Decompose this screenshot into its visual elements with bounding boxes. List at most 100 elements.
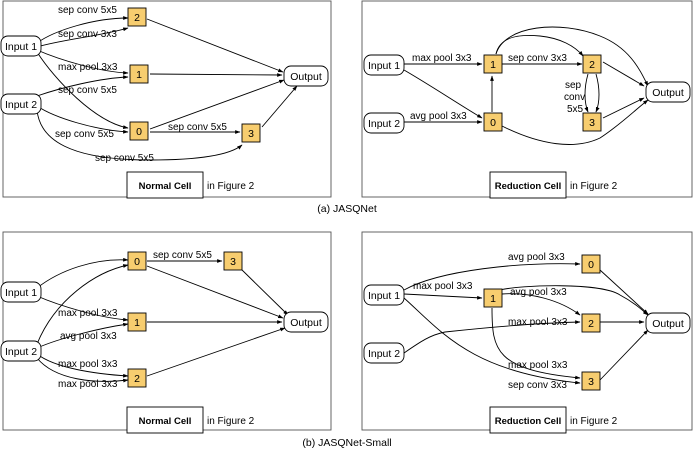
- op-label: max pool 3x3: [508, 360, 568, 371]
- cell-name: Reduction Cell: [495, 416, 562, 427]
- output-label: Output: [652, 318, 684, 330]
- node-label: 3: [589, 117, 595, 129]
- node-box: [581, 313, 601, 333]
- node-box: [581, 254, 601, 274]
- node-label: 1: [490, 59, 496, 71]
- cell-a-normal: Input 1 Input 2 Output 2 1 0 3 sep conv …: [0, 0, 332, 199]
- node-label: 2: [134, 373, 140, 385]
- node-label: 1: [136, 69, 142, 81]
- output-box: [645, 81, 691, 103]
- op-label: sep conv 5x5: [58, 85, 117, 96]
- input-2-label: Input 2: [368, 118, 400, 130]
- edges: [403, 26, 649, 145]
- node-box: [483, 288, 503, 308]
- op-label: sep conv 3x3: [58, 29, 117, 40]
- node-label: 3: [230, 256, 236, 268]
- edges: [36, 16, 298, 161]
- node-box: [127, 7, 147, 27]
- op-label: max pool 3x3: [58, 62, 118, 73]
- op-label: conv: [564, 92, 585, 103]
- node-label: 1: [490, 293, 496, 305]
- caption-b: (b) JASQNet-Small: [302, 437, 391, 449]
- output-label: Output: [652, 87, 684, 99]
- node-box: [127, 368, 147, 388]
- node-label: 3: [248, 128, 254, 140]
- op-label: sep: [565, 80, 582, 91]
- node-box: [483, 112, 503, 132]
- input-1-label: Input 1: [5, 41, 37, 53]
- input-1-label: Input 1: [368, 60, 400, 72]
- node-box: [223, 251, 243, 271]
- caption-a: (a) JASQNet: [317, 203, 377, 215]
- input-2-box: [363, 342, 405, 364]
- input-1-label: Input 1: [368, 290, 400, 302]
- input-2-box: [0, 93, 42, 115]
- output-box: [283, 65, 329, 87]
- op-label: max pool 3x3: [413, 281, 473, 292]
- op-label: avg pool 3x3: [510, 287, 567, 298]
- node-label: 0: [136, 126, 142, 138]
- node-label: 2: [588, 318, 594, 330]
- op-label: avg pool 3x3: [60, 331, 117, 342]
- input-2-label: Input 2: [5, 346, 37, 358]
- cell-name-box: [126, 171, 204, 199]
- node-box: [129, 121, 149, 141]
- node-label: 2: [589, 59, 595, 71]
- input-1-box: [363, 54, 405, 76]
- node-box: [241, 123, 261, 143]
- node-label: 1: [134, 317, 140, 329]
- output-label: Output: [290, 317, 322, 329]
- node-box: [129, 64, 149, 84]
- op-label: max pool 3x3: [58, 308, 118, 319]
- op-label: max pool 3x3: [58, 379, 118, 390]
- node-box: [127, 251, 147, 271]
- node-box: [483, 54, 503, 74]
- cell-name: Normal Cell: [139, 181, 192, 192]
- op-label: max pool 3x3: [508, 317, 568, 328]
- op-label: sep conv 5x5: [58, 5, 117, 16]
- cell-name-suffix: in Figure 2: [570, 181, 618, 192]
- input-1-box: [0, 35, 42, 57]
- cell-b-normal: Input 1 Input 2 Output 0 3 1 2 sep conv …: [0, 231, 332, 434]
- input-2-label: Input 2: [5, 99, 37, 111]
- input-2-box: [0, 340, 42, 362]
- input-2-label: Input 2: [368, 348, 400, 360]
- op-label: max pool 3x3: [412, 53, 472, 64]
- cell-name-suffix: in Figure 2: [207, 416, 255, 427]
- cell-name-box: [489, 406, 567, 434]
- op-label: sep conv 5x5: [55, 129, 114, 140]
- node-box: [582, 54, 602, 74]
- op-label: sep conv 5x5: [153, 250, 212, 261]
- cell-name-suffix: in Figure 2: [207, 181, 255, 192]
- cell-name: Normal Cell: [139, 416, 192, 427]
- cell-a-reduction: Input 1 Input 2 Output 1 2 0 3 max pool …: [361, 0, 693, 199]
- cell-name-suffix: in Figure 2: [570, 416, 618, 427]
- node-label: 0: [490, 117, 496, 129]
- input-1-label: Input 1: [5, 287, 37, 299]
- op-label: max pool 3x3: [58, 359, 118, 370]
- output-box: [283, 311, 329, 333]
- cell-panel: [2, 0, 332, 198]
- node-label: 0: [134, 256, 140, 268]
- output-box: [645, 312, 691, 334]
- edges: [403, 261, 649, 385]
- cell-name: Reduction Cell: [495, 181, 562, 192]
- edges: [36, 257, 289, 383]
- input-2-box: [363, 112, 405, 134]
- op-label: sep conv 3x3: [508, 380, 567, 391]
- node-box: [581, 371, 601, 391]
- cell-panel: [2, 231, 332, 431]
- op-label: avg pool 3x3: [508, 252, 565, 263]
- node-box: [127, 312, 147, 332]
- op-label: sep conv 5x5: [95, 153, 154, 164]
- input-1-box: [0, 281, 42, 303]
- node-label: 0: [588, 259, 594, 271]
- op-label: 5x5: [567, 104, 584, 115]
- output-label: Output: [290, 71, 322, 83]
- node-label: 3: [588, 376, 594, 388]
- cell-name-box: [489, 171, 567, 199]
- op-label: sep conv 3x3: [508, 53, 567, 64]
- cell-b-reduction: Input 1 Input 2 Output 0 1 2 3 avg pool …: [361, 231, 693, 434]
- cell-name-box: [126, 406, 204, 434]
